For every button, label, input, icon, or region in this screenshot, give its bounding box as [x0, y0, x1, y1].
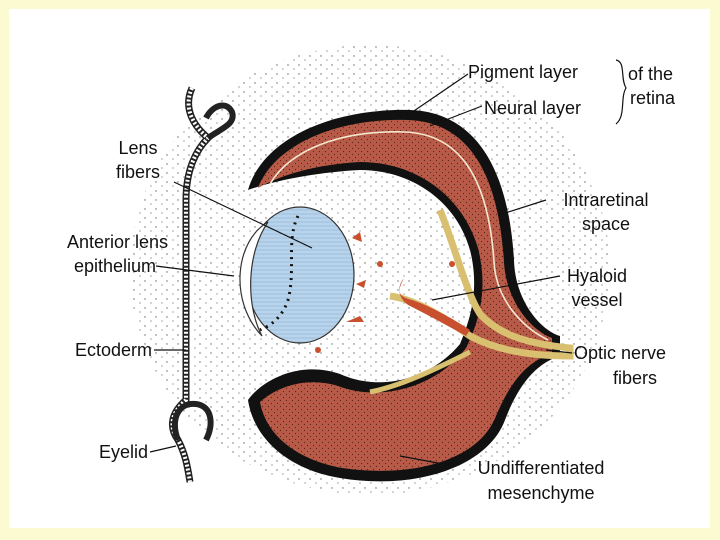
label-hyaloid-vessel-line1: Hyaloid — [566, 266, 628, 286]
leader-intraretinal-space — [501, 199, 547, 215]
label-of-the-retina-line2: retina — [630, 88, 676, 108]
neural-layer — [258, 119, 552, 471]
label-lens-fibers-line2: fibers — [115, 162, 160, 182]
label-pigment-layer: Pigment layer — [468, 62, 579, 82]
label-undifferentiated-mesenchyme-line1: Undifferentiated — [477, 458, 605, 478]
blood-spot-5 — [315, 347, 321, 353]
anterior-lens-epithelium — [239, 221, 269, 337]
leader-optic-nerve-fibers — [545, 349, 573, 354]
label-ectoderm: Ectoderm — [74, 340, 152, 360]
blood-spot-4 — [377, 261, 383, 267]
ectoderm-beads — [170, 87, 211, 483]
label-lens-fibers-line1: Lens — [118, 138, 158, 158]
leader-neural-layer — [429, 105, 483, 127]
label-optic-nerve-fibers-line2: fibers — [612, 368, 657, 388]
leader-eyelid — [149, 445, 177, 453]
optic-nerve-fibers-lower — [369, 349, 472, 395]
lens-fiber-nuclei — [259, 215, 300, 332]
label-of-the-retina-line1: of the — [628, 64, 674, 84]
leader-undifferentiated-mesenchyme — [399, 455, 455, 467]
label-optic-nerve-fibers-line1: Optic nerve — [574, 343, 667, 363]
upper-eyelid-fold — [203, 102, 236, 141]
label-intraretinal-space-line1: Intraretinal — [563, 190, 649, 210]
label-anterior-lens-epithelium-line1: Anterior lens — [66, 232, 168, 252]
label-undifferentiated-mesenchyme-line2: mesenchyme — [487, 483, 595, 503]
label-anterior-lens-epithelium-line2: epithelium — [73, 256, 156, 276]
blood-spot-2 — [356, 280, 366, 288]
retina-bracket — [615, 59, 627, 125]
leader-anterior-lens-epithelium — [155, 265, 235, 277]
label-intraretinal-space-line2: space — [581, 214, 631, 234]
leader-hyaloid-vessel — [431, 275, 561, 301]
blood-spot-3 — [346, 316, 364, 322]
hyaloid-vessel — [399, 278, 470, 336]
label-neural-layer: Neural layer — [484, 98, 582, 118]
leader-pigment-layer — [407, 73, 469, 116]
leader-lens-fibers — [173, 181, 313, 249]
blood-spot-6 — [449, 261, 455, 267]
label-hyaloid-vessel-line2: vessel — [571, 290, 623, 310]
label-eyelid: Eyelid — [98, 442, 148, 462]
lower-eyelid-fold — [171, 400, 214, 442]
blood-spot-1 — [352, 232, 362, 242]
intraretinal-space — [269, 131, 549, 341]
